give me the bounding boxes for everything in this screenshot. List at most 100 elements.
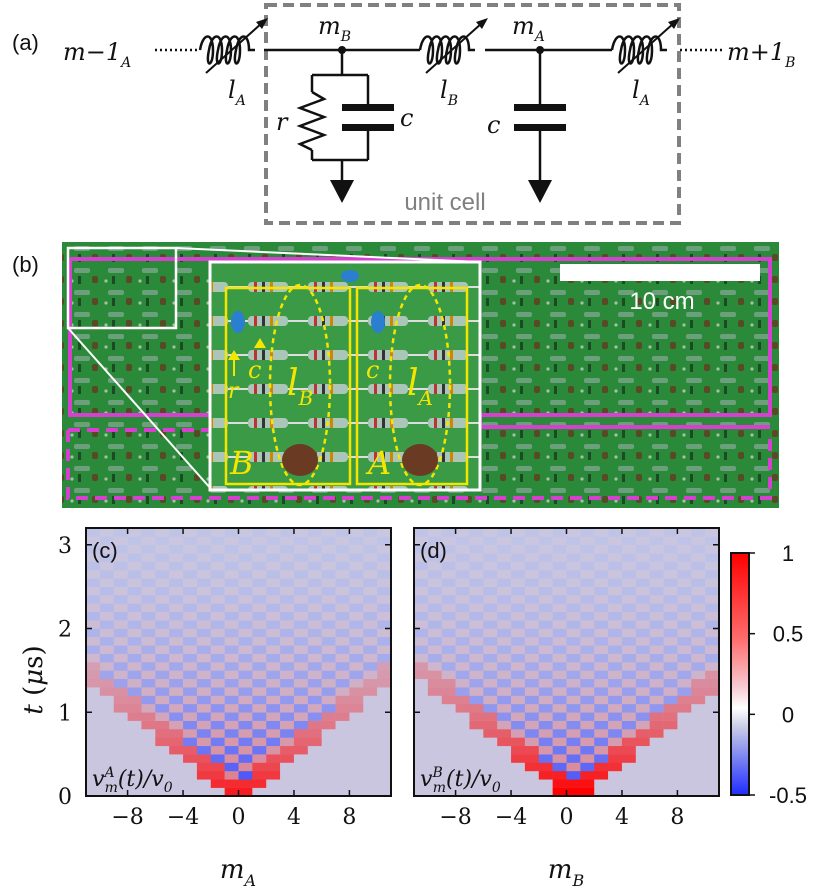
heatmap-cell (469, 528, 484, 537)
heatmap-cell (566, 553, 581, 562)
heatmap-cell (141, 645, 156, 654)
heatmap-cell (691, 720, 706, 730)
heatmap-cell (677, 762, 692, 772)
heatmap-cell (335, 695, 350, 705)
heatmap-cell (469, 729, 484, 738)
heatmap-cell (155, 670, 170, 680)
heatmap-cell (621, 561, 637, 571)
heatmap-cell (252, 662, 267, 671)
heatmap-cell (224, 695, 239, 705)
heatmap-cell (497, 595, 512, 604)
x-tick-label: 4 (287, 805, 301, 830)
heatmap-cell (86, 595, 101, 604)
heatmap-cell (635, 712, 650, 721)
heatmap-cell (455, 779, 470, 788)
inductor-right-label: lA (632, 76, 650, 109)
heatmap-cell (113, 762, 128, 772)
heatmap-cell (497, 770, 512, 780)
heatmap-cell (252, 653, 267, 663)
heatmap-cell (524, 611, 540, 621)
heatmap-cell (705, 737, 720, 747)
heatmap-cell (649, 603, 664, 613)
heatmap-cell (113, 712, 128, 721)
heatmap-cell (552, 712, 567, 721)
heatmap-cell (363, 687, 378, 696)
heatmap-cell (335, 611, 350, 621)
heatmap-cell (127, 762, 142, 772)
heatmap-cell (566, 536, 581, 546)
heatmap-cell (497, 620, 512, 629)
heatmap-cell (224, 687, 239, 696)
heatmap-cell (238, 762, 253, 772)
heatmap-cell (169, 569, 184, 579)
heatmap-cell (414, 779, 429, 788)
heatmap-cell (427, 662, 443, 671)
heatmap-cell (141, 578, 156, 587)
heatmap-cell (594, 569, 609, 579)
heatmap-cell (538, 553, 553, 562)
heatmap-cell (210, 737, 225, 747)
heatmap-cell (280, 703, 295, 713)
panel-b: (b) r c c lB (12, 242, 779, 508)
heatmap-cell (377, 620, 392, 629)
heatmap-cell (113, 553, 128, 562)
heatmap-cell (455, 770, 470, 780)
inductor-right (610, 18, 680, 74)
heatmap-cell (524, 636, 540, 646)
heatmap-cell (427, 745, 443, 755)
heatmap-cell (511, 636, 526, 646)
heatmap-cell (252, 553, 267, 562)
heatmap-cell (127, 553, 142, 562)
heatmap-cell (224, 553, 239, 562)
heatmap-cell (293, 528, 309, 537)
heatmap-cell (321, 561, 336, 571)
heatmap-cell (649, 636, 664, 646)
heatmap-cell (349, 737, 364, 747)
heatmap-cell (649, 695, 664, 705)
heatmap-cell (224, 670, 239, 680)
heatmap-cell (538, 670, 553, 680)
heatmap-cell (280, 578, 295, 587)
heatmap-cell (594, 561, 609, 571)
heatmap-cell (113, 745, 128, 755)
heatmap-cell (580, 720, 595, 730)
heatmap-cell (566, 653, 581, 663)
y-tick-label: 2 (58, 618, 72, 643)
heatmap-cell (377, 611, 392, 621)
heatmap-cell (414, 737, 429, 747)
heatmap-cell (349, 544, 364, 554)
heatmap-cell (497, 662, 512, 671)
heatmap-cell (183, 620, 198, 629)
heatmap-cell (210, 779, 225, 788)
heatmap-cell (677, 603, 692, 613)
heatmap-cell (649, 653, 664, 663)
heatmap-cell (483, 770, 498, 780)
inductor-mid (418, 18, 488, 74)
heatmap-cell (196, 628, 212, 638)
heatmap-cell (280, 603, 295, 613)
heatmap-cell (155, 544, 170, 554)
heatmap-cell (414, 595, 429, 604)
heatmap-cell (455, 536, 470, 546)
heatmap-cell (321, 770, 336, 780)
heatmap-cell (113, 544, 128, 554)
heatmap-cell (127, 544, 142, 554)
heatmap-cell (141, 561, 156, 571)
heatmap-cell (169, 536, 184, 546)
heatmap-cell (608, 569, 623, 579)
heatmap-cell (377, 561, 392, 571)
heatmap-cell (677, 729, 692, 738)
heatmap-cell (705, 553, 720, 562)
heatmap-cell (349, 687, 364, 696)
heatmap-cell (349, 569, 364, 579)
heatmap-cell (677, 611, 692, 621)
heatmap-cell (427, 678, 443, 688)
heatmap-cell (141, 729, 156, 738)
heatmap-cell (691, 544, 706, 554)
heatmap-cell (677, 569, 692, 579)
heatmap-cell (552, 703, 567, 713)
heatmap-cell (455, 745, 470, 755)
heatmap-cell (427, 595, 443, 604)
heatmap-cell (224, 745, 239, 755)
